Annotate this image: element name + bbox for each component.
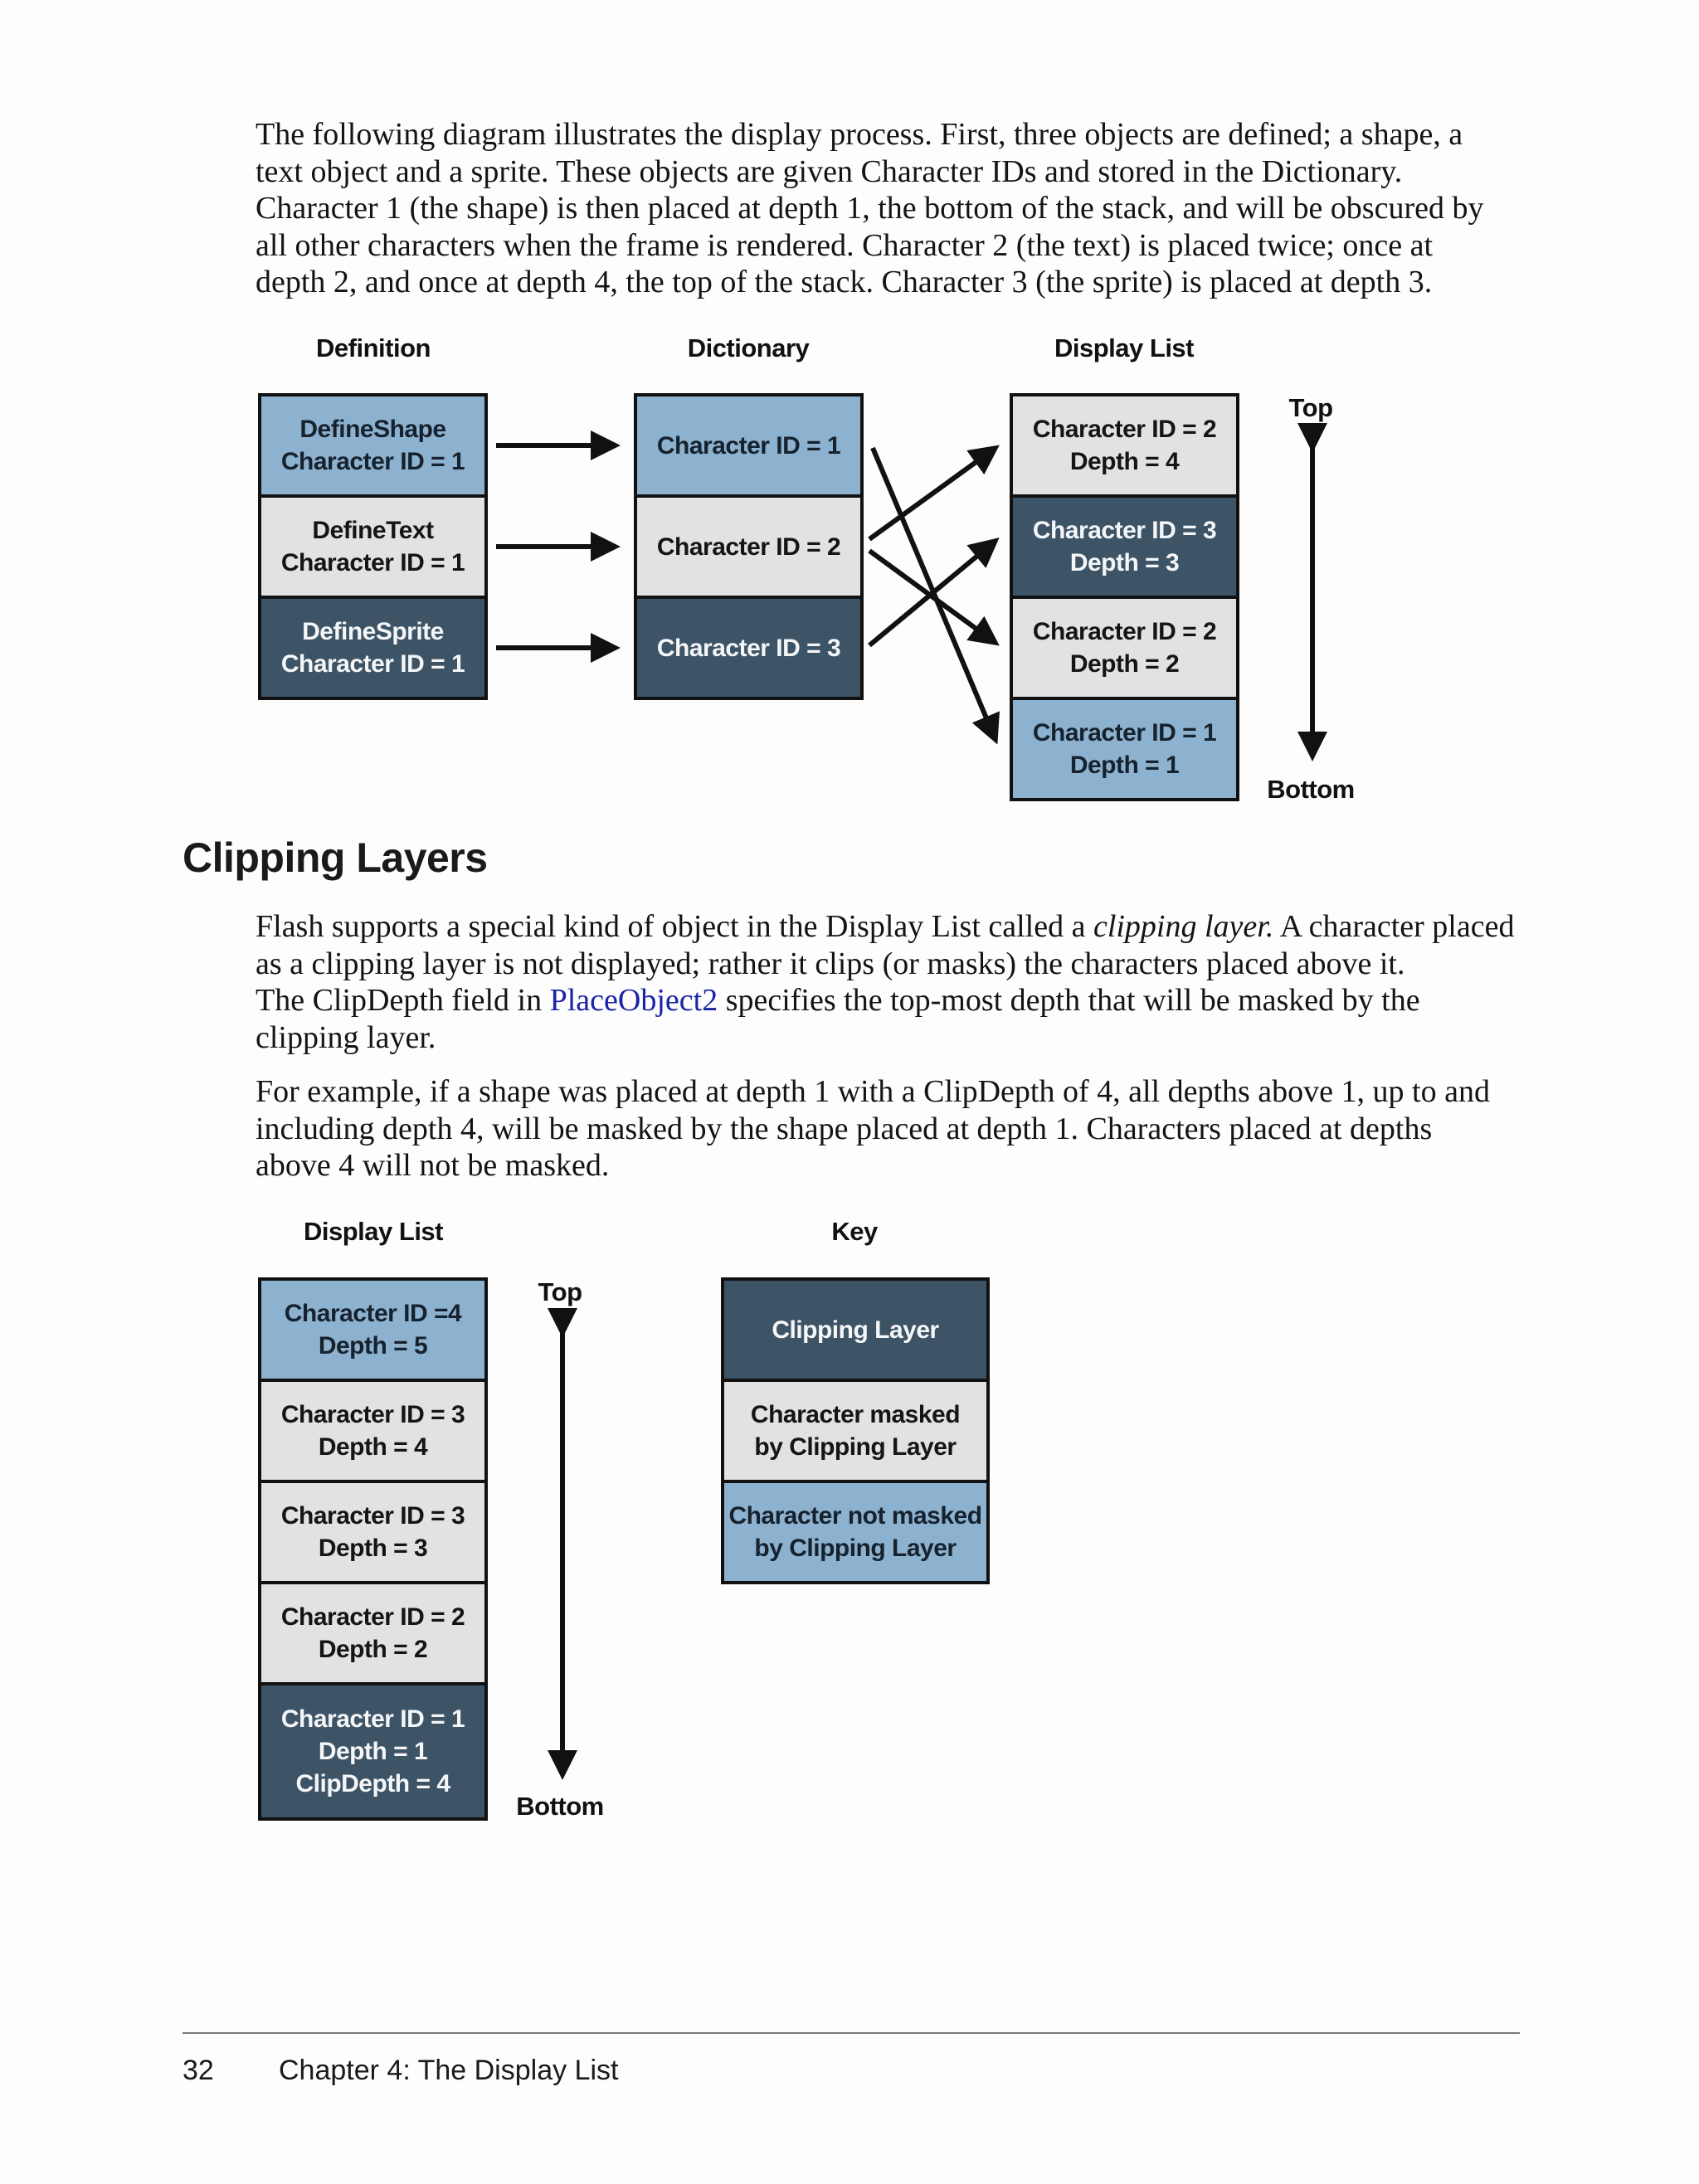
- intro-line: text object and a sprite. These objects …: [256, 153, 1403, 189]
- box-line: Depth = 4: [318, 1433, 428, 1461]
- text-run: A character placed: [1273, 909, 1515, 944]
- box-line: Character ID = 2: [1032, 416, 1217, 443]
- display-list-column-label: Display List: [304, 1217, 444, 1246]
- arrow-char2-to-depth4: [868, 445, 1000, 542]
- box-line: by Clipping Layer: [754, 1535, 957, 1562]
- dictionary-column-label: Dictionary: [687, 333, 810, 362]
- dictionary-entry-2: Character ID = 2: [634, 494, 864, 599]
- dictionary-entry-1: Character ID = 1: [634, 393, 864, 498]
- paragraph-line: clipping layer.: [256, 1019, 436, 1055]
- box-line: Character not masked: [728, 1502, 982, 1530]
- text-run: Flash supports a special kind of object …: [256, 909, 1093, 944]
- clip-list-depth-1: Character ID = 1 Depth = 1 ClipDepth = 4: [258, 1682, 488, 1821]
- intro-paragraph: The following diagram illustrates the di…: [256, 116, 1516, 301]
- key-column-label: Key: [831, 1217, 878, 1246]
- box-line: Character ID = 1: [280, 650, 465, 678]
- arrow-char3-to-depth3: [868, 537, 1000, 648]
- box-line: Character ID = 3: [1032, 517, 1217, 544]
- box-line: DefineSprite: [302, 618, 444, 645]
- box-line: Character ID = 3: [280, 1502, 465, 1530]
- box-line: Depth = 3: [318, 1535, 428, 1562]
- page-number: 32: [183, 2055, 214, 2086]
- chapter-title: Chapter 4: The Display List: [279, 2055, 619, 2086]
- box-line: Character masked: [750, 1401, 961, 1428]
- key-unmasked-character: Character not masked by Clipping Layer: [721, 1480, 990, 1584]
- paragraph-line: above 4 will not be masked.: [256, 1148, 610, 1183]
- box-line: by Clipping Layer: [754, 1433, 957, 1461]
- box-line: Character ID = 2: [656, 533, 841, 561]
- display-list-column-label: Display List: [1054, 333, 1195, 362]
- intro-line: The following diagram illustrates the di…: [256, 117, 1463, 152]
- box-line: Depth = 1: [318, 1738, 428, 1765]
- paragraph-line: For example, if a shape was placed at de…: [256, 1074, 1490, 1109]
- clipping-paragraph-2: For example, if a shape was placed at de…: [256, 1073, 1516, 1184]
- box-line: Character ID = 1: [280, 1705, 465, 1733]
- clipping-paragraph-1: Flash supports a special kind of object …: [256, 908, 1516, 1056]
- footer-rule: [183, 2032, 1520, 2034]
- definition-column-label: Definition: [316, 333, 431, 362]
- key-clipping-layer: Clipping Layer: [721, 1277, 990, 1382]
- clip-list-depth-5: Character ID =4 Depth = 5: [258, 1277, 488, 1382]
- box-line: Depth = 5: [318, 1332, 428, 1360]
- box-line: DefineText: [312, 517, 434, 544]
- paragraph-line: Flash supports a special kind of object …: [256, 908, 1516, 946]
- box-line: Character ID = 1: [280, 549, 465, 576]
- emphasized-term: clipping layer.: [1093, 909, 1274, 944]
- section-heading: Clipping Layers: [183, 834, 488, 881]
- key-masked-character: Character masked by Clipping Layer: [721, 1379, 990, 1483]
- text-run: specifies the top-most depth that will b…: [718, 983, 1420, 1018]
- text-run: The ClipDepth field in: [256, 983, 550, 1018]
- box-line: Character ID = 1: [656, 431, 841, 460]
- display-list-depth-1: Character ID = 1 Depth = 1: [1010, 697, 1239, 801]
- top-label: Top: [1288, 393, 1333, 422]
- box-line: Depth = 1: [1069, 752, 1180, 779]
- box-line: DefineShape: [299, 416, 446, 443]
- display-list-depth-3: Character ID = 3 Depth = 3: [1010, 494, 1239, 599]
- dictionary-entry-3: Character ID = 3: [634, 596, 864, 700]
- box-line: Depth = 2: [318, 1636, 428, 1663]
- arrow-char1-to-depth1: [870, 446, 1000, 745]
- box-line: Character ID = 1: [1032, 719, 1217, 747]
- box-line: Character ID = 3: [280, 1401, 465, 1428]
- box-line: Clipping Layer: [772, 1316, 939, 1344]
- top-label: Top: [538, 1277, 582, 1306]
- paragraph-line: including depth 4, will be masked by the…: [256, 1111, 1433, 1146]
- placeobject2-link[interactable]: PlaceObject2: [549, 983, 718, 1018]
- paragraph-line: The ClipDepth field in PlaceObject2 spec…: [256, 982, 1516, 1019]
- intro-line: Character 1 (the shape) is then placed a…: [256, 191, 1484, 226]
- box-line: Character ID = 2: [280, 1603, 465, 1631]
- paragraph-line: as a clipping layer is not displayed; ra…: [256, 946, 1405, 981]
- box-line: ClipDepth = 4: [295, 1770, 450, 1797]
- intro-line: all other characters when the frame is r…: [256, 227, 1434, 263]
- box-line: Character ID =4: [284, 1300, 462, 1327]
- box-line: Character ID = 1: [280, 448, 465, 475]
- box-line: Character ID = 2: [1032, 618, 1217, 645]
- display-list-depth-4: Character ID = 2 Depth = 4: [1010, 393, 1239, 498]
- clip-list-depth-4: Character ID = 3 Depth = 4: [258, 1379, 488, 1483]
- box-line: Depth = 3: [1069, 549, 1180, 576]
- bottom-label: Bottom: [1267, 775, 1355, 804]
- define-sprite-box: DefineSprite Character ID = 1: [258, 596, 488, 700]
- clip-list-depth-2: Character ID = 2 Depth = 2: [258, 1581, 488, 1685]
- bottom-label: Bottom: [516, 1792, 604, 1821]
- intro-line: depth 2, and once at depth 4, the top of…: [256, 265, 1433, 299]
- box-line: Character ID = 3: [656, 634, 841, 662]
- box-line: Depth = 2: [1069, 650, 1180, 678]
- clip-list-depth-3: Character ID = 3 Depth = 3: [258, 1480, 488, 1584]
- define-shape-box: DefineShape Character ID = 1: [258, 393, 488, 498]
- define-text-box: DefineText Character ID = 1: [258, 494, 488, 599]
- box-line: Depth = 4: [1069, 448, 1180, 475]
- display-list-depth-2: Character ID = 2 Depth = 2: [1010, 596, 1239, 700]
- arrow-char2-to-depth2: [868, 548, 1000, 646]
